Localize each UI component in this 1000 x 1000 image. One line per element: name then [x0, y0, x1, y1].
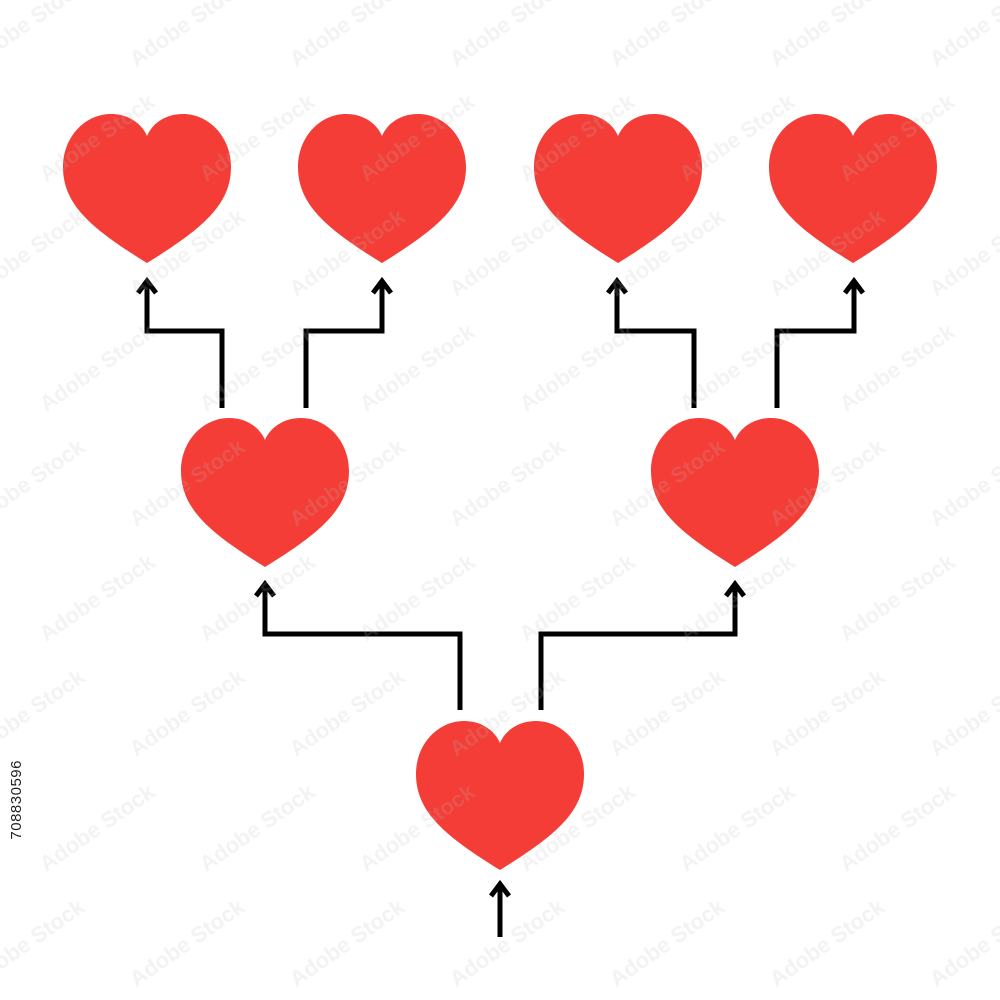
connectors [136, 276, 865, 937]
heart-icon [181, 418, 349, 567]
input-arrow [489, 879, 511, 937]
heart-icon [416, 721, 584, 870]
heart-icon [769, 114, 937, 263]
hearts [63, 114, 937, 870]
connector-left-a [136, 276, 225, 408]
connector-right-a [606, 276, 697, 408]
heart-icon [63, 114, 231, 263]
connector-root-right [538, 579, 746, 710]
connector-right-b [774, 276, 865, 408]
heart-icon [534, 114, 702, 263]
heart-icon [651, 418, 819, 567]
stock-id-label: 708830596 [8, 760, 25, 840]
heart-icon [298, 114, 466, 263]
connector-left-b [303, 276, 393, 408]
connector-root-left [254, 579, 463, 710]
